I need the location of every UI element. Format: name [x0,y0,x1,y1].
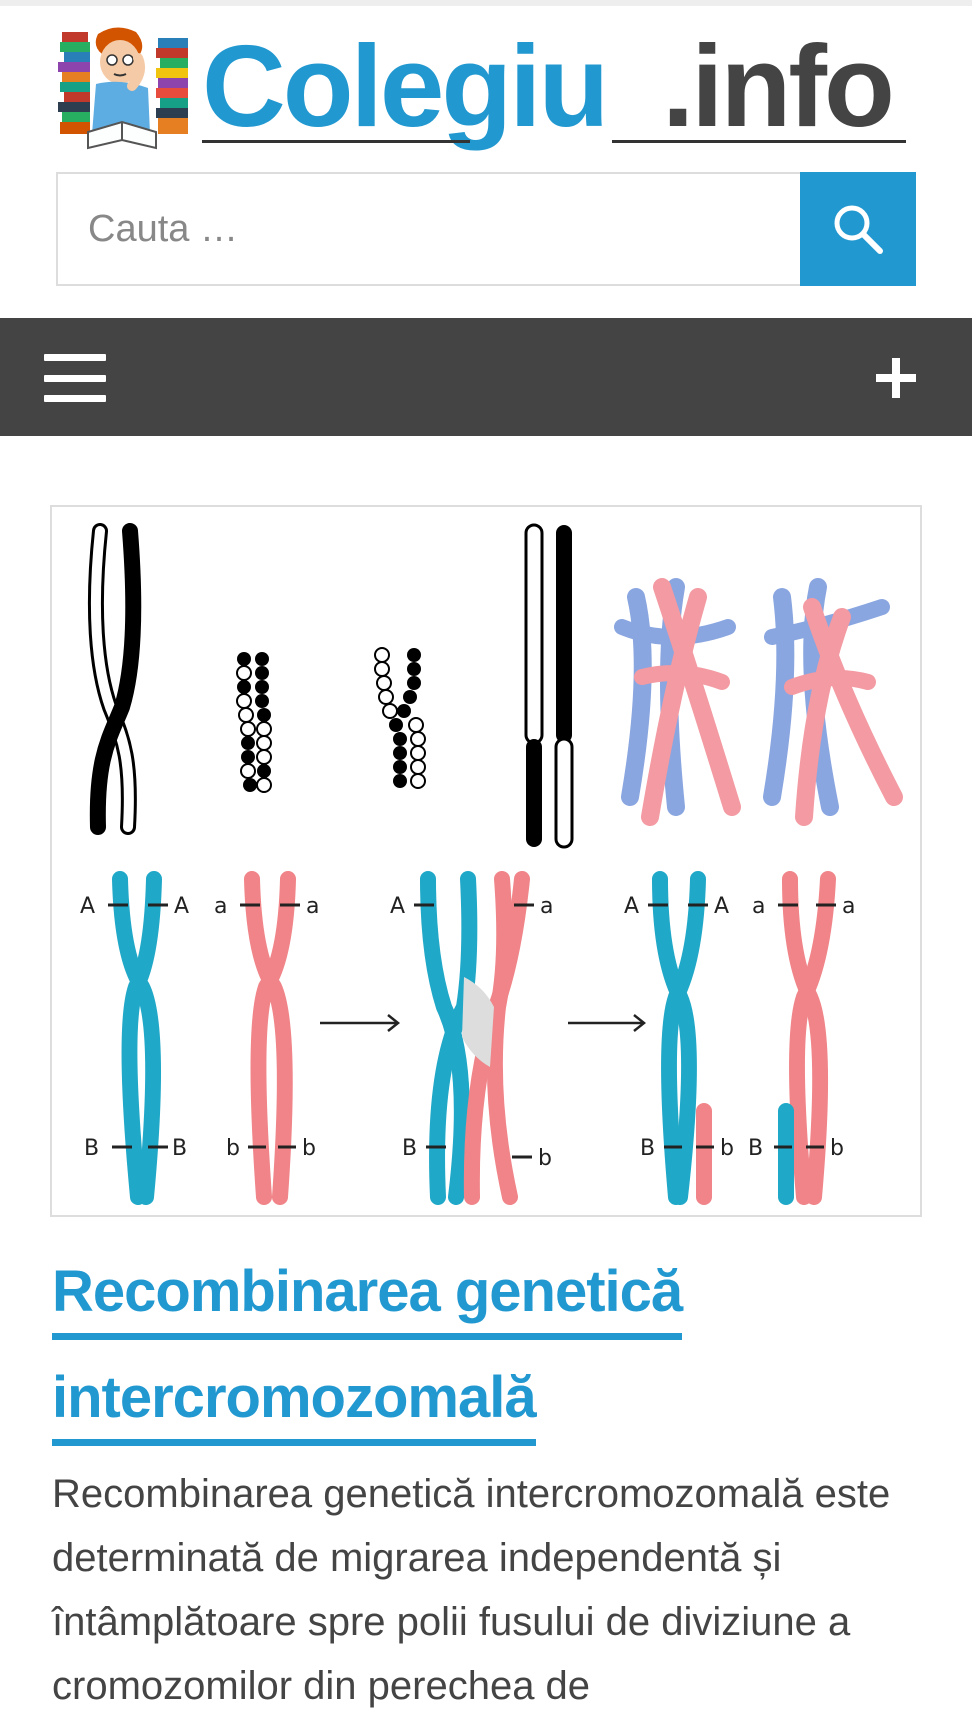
allele-label-B1: B [84,1136,99,1161]
bead-chromosomes-left [236,652,272,793]
allele-label-a2: a [306,894,319,919]
post-title-line-1[interactable]: Recombinarea genetică [52,1253,683,1340]
allele-label-B2: B [172,1136,187,1161]
top-strip [0,0,972,6]
post-title-line-2[interactable]: intercromozomală [52,1359,537,1446]
allele-label-b1: b [226,1136,240,1161]
student-books-icon [58,27,188,150]
logo-underline-right [612,140,906,143]
allele-label-B5: B [748,1136,763,1161]
straight-chromosome-pair [524,523,574,849]
allele-label-b4: b [720,1136,734,1161]
main-navigation [0,318,972,436]
allele-label-A4: A [624,894,639,919]
crossing-chromosomes-3d [614,578,903,826]
logo-text-colegiu: Colegiu [202,21,609,151]
logo-underline-left [202,140,470,143]
allele-label-A3: A [390,894,405,919]
allele-ticks [108,903,836,1159]
search-input[interactable] [56,172,800,286]
crossing-over-sequence [112,871,836,1205]
twisted-chromosome-pair [87,523,142,835]
allele-label-A1: A [80,894,95,919]
allele-label-a4: a [752,894,765,919]
allele-label-a1: a [214,894,227,919]
allele-label-A5: A [714,894,729,919]
allele-label-a5: a [842,894,855,919]
chromosome-recombination-illustration: A A a a B B b b A a B b A A a a B b B b [80,523,903,1205]
plus-icon[interactable] [876,358,916,398]
allele-labels: A A a a B B b b A a B b A A a a B b B b [80,894,855,1171]
hamburger-menu-icon[interactable] [44,354,106,402]
logo-text-info: .info [662,21,895,151]
allele-label-A2: A [174,894,189,919]
post-excerpt: Recombinarea genetică intercromozomală e… [52,1472,891,1708]
site-logo[interactable]: Colegiu .info [58,24,906,158]
allele-label-B4: B [640,1136,655,1161]
search-form [56,172,916,286]
allele-label-b2: b [302,1136,316,1161]
process-arrows [320,1014,647,1032]
allele-label-b3: b [538,1146,552,1171]
search-button[interactable] [800,172,916,286]
allele-label-a3: a [540,894,553,919]
allele-label-B3: B [402,1136,417,1161]
post-title[interactable]: Recombinarea genetică intercromozomală [52,1246,852,1458]
featured-image[interactable]: A A a a B B b b A a B b A A a a B b B b [50,505,922,1217]
search-icon [834,205,883,254]
bead-chromosomes-right [374,647,426,789]
allele-label-b5: b [830,1136,844,1161]
